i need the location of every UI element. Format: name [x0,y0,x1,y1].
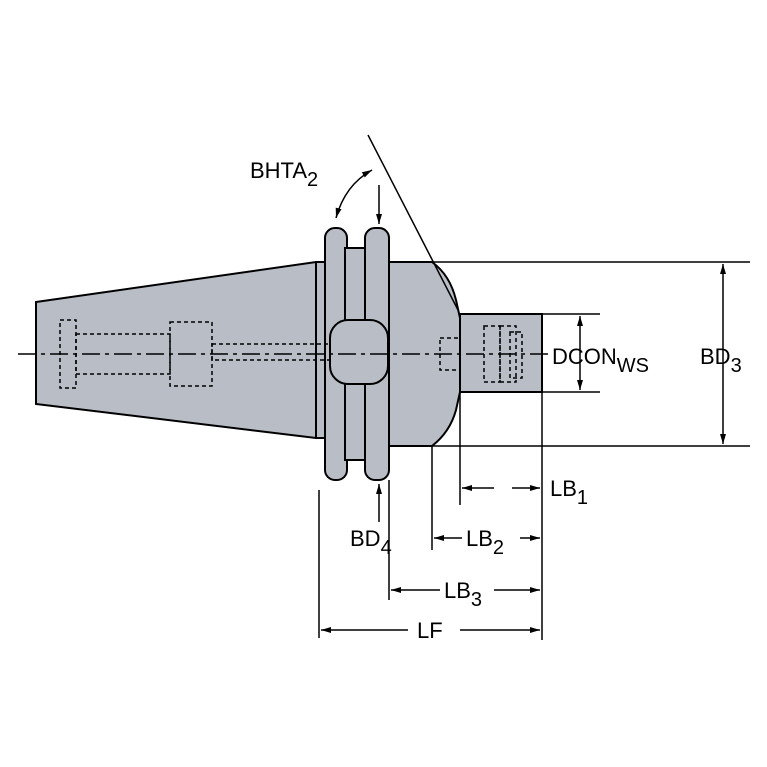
lb3-label: LB3 [444,578,482,611]
bd3-label: BD3 [700,344,742,377]
drive-slot [329,319,389,385]
dcon-label: DCONWS [552,344,649,377]
bhta-label: BHTA2 [250,158,318,191]
taper-shank [35,260,317,440]
dimension-lines [321,169,726,633]
collet-nose [459,313,543,393]
hidden-thread-c [509,331,523,379]
holder-body [35,227,543,481]
lb2-label: LB2 [466,526,504,559]
extension-lines [318,134,750,640]
hidden-channel [211,343,331,361]
lb1-label: LB1 [550,476,588,509]
bd4-label: BD4 [350,526,392,559]
bhta-arc [335,169,373,219]
lf-label: LF [417,618,443,643]
